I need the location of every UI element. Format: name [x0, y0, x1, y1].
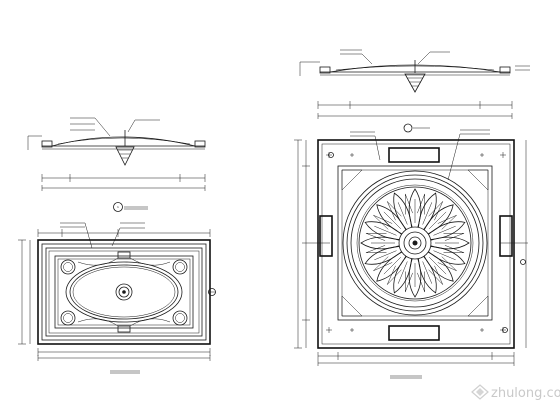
rose-petal-vein: [422, 202, 433, 225]
left-ceiling-plan: [18, 222, 216, 374]
rose-petal-vein: [383, 211, 402, 230]
rose-petal-vein: [374, 250, 397, 261]
right-section-elevation: [299, 49, 530, 119]
section-callout-marker: 1: [113, 202, 148, 212]
rose-petal-vein: [397, 261, 408, 284]
right-chandelier-icon: [404, 60, 426, 93]
rose-interlace: [365, 232, 387, 241]
rose-interlace: [404, 271, 413, 293]
rose-interlace: [428, 201, 444, 221]
rose-interlace: [443, 232, 465, 241]
rose-interlace: [443, 245, 465, 254]
callout-marker-label: 1: [117, 205, 119, 209]
left-plan-title: [110, 370, 140, 374]
rose-petal-vein: [383, 256, 402, 275]
rose-petal-vein: [422, 261, 433, 284]
rose-petal-vein: [433, 250, 456, 261]
left-section-elevation: [27, 117, 206, 191]
rose-interlace: [417, 271, 426, 293]
rose-interlace: [365, 245, 387, 254]
watermark: zhulong.com: [471, 384, 560, 401]
rose-interlace: [404, 193, 413, 215]
rose-interlace: [373, 214, 393, 230]
rose-interlace: [373, 256, 393, 272]
vent-slots: [319, 147, 513, 341]
rose-interlace: [437, 214, 457, 230]
watermark-logo-icon: [471, 384, 489, 400]
right-callout-marker: [403, 123, 430, 133]
rose-interlace: [437, 256, 457, 272]
center-rosette-icon: [115, 283, 133, 301]
rose-petal-vein: [428, 211, 447, 230]
chandelier-icon: [115, 130, 135, 166]
rose-petal-vein: [428, 256, 447, 275]
section-dimension: [41, 174, 206, 191]
section-leaders: [27, 117, 160, 150]
rose-interlace: [386, 201, 402, 221]
rose-petal: [428, 221, 466, 240]
left-plan-top-dimensions: [37, 222, 211, 249]
rose-interlace: [386, 265, 402, 285]
rose-petal-vein: [374, 225, 397, 236]
right-ceiling-plan: [294, 129, 528, 379]
rose-window-pattern: [360, 188, 470, 298]
rose-interlace: [417, 193, 426, 215]
right-plan-title: [390, 375, 422, 379]
rose-interlace: [428, 265, 444, 285]
rose-petal-vein: [433, 225, 456, 236]
corner-roundel-icons: [60, 259, 188, 326]
rose-petal-vein: [397, 202, 408, 225]
watermark-text: zhulong.com: [491, 386, 560, 401]
